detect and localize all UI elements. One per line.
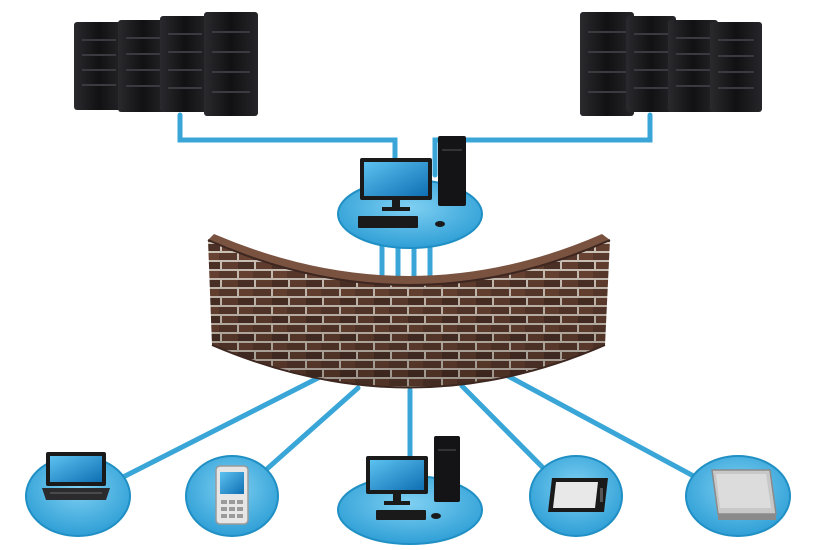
central-workstation — [337, 136, 483, 249]
storage-drive-icon — [711, 469, 777, 520]
wall-top — [208, 234, 610, 285]
desktop — [337, 436, 483, 545]
laptop — [25, 452, 131, 537]
laptop-icon — [42, 452, 110, 500]
tablet-icon — [548, 478, 608, 512]
cable-left-server — [177, 112, 398, 178]
server-rack-icon — [580, 12, 762, 116]
tablet — [529, 455, 623, 537]
storage — [685, 455, 791, 537]
desktop-computer-icon — [358, 136, 466, 228]
server-rack-left — [74, 12, 258, 116]
brick-wall-icon — [207, 234, 611, 389]
cable-right-server — [432, 112, 653, 178]
phone — [185, 455, 279, 537]
server-rack-right — [580, 12, 762, 116]
server-rack-icon — [74, 12, 258, 116]
firewall — [207, 234, 611, 389]
mobile-phone-icon — [215, 465, 249, 525]
desktop-computer-icon — [366, 436, 460, 520]
